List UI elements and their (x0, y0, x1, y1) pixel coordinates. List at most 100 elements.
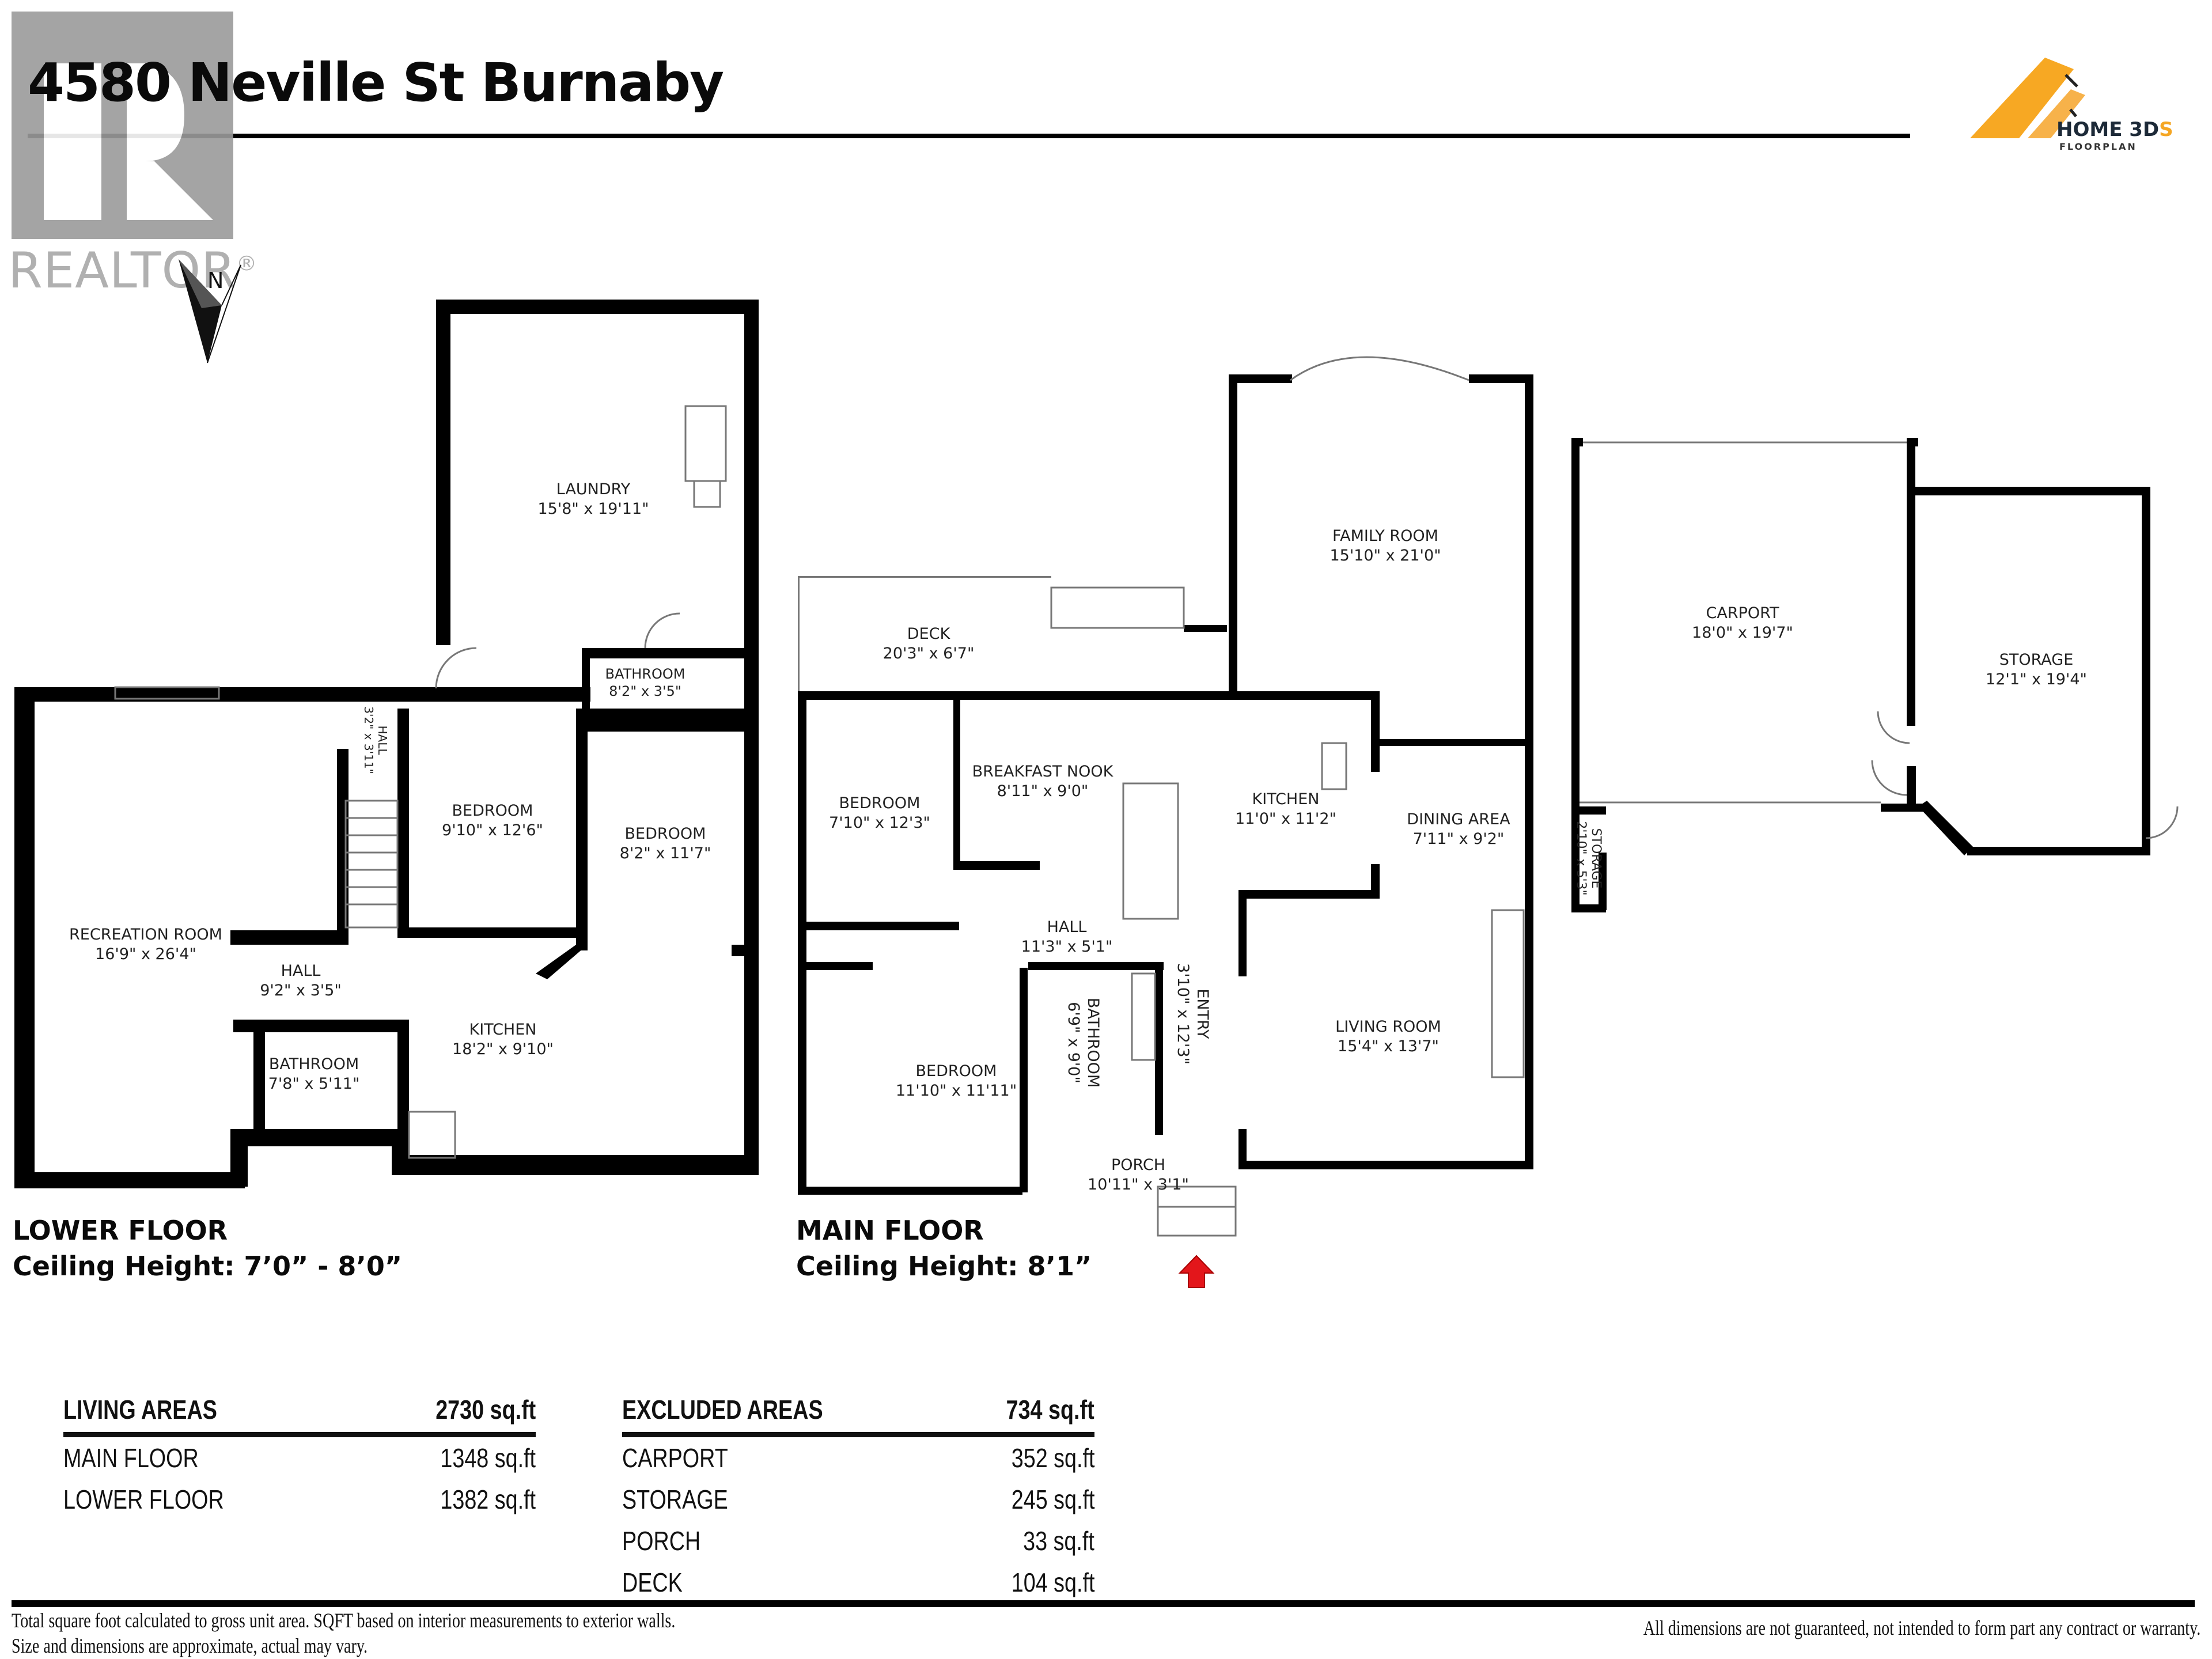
wall (1238, 1161, 1533, 1169)
wall (337, 749, 349, 945)
wall (233, 1020, 406, 1032)
table-row: PORCH 33 sq.ft (622, 1520, 1094, 1562)
wall (1571, 806, 1606, 815)
wall (798, 691, 806, 1192)
room-name: BATHROOM (1084, 997, 1102, 1088)
room-name: RECREATION ROOM (69, 926, 222, 944)
room-dims: 12'1" x 19'4" (1986, 671, 2087, 688)
wall (14, 1172, 245, 1188)
door-swing (1877, 711, 1910, 744)
deck-rail (798, 576, 800, 691)
wall (230, 930, 346, 945)
registered-mark: ® (236, 252, 257, 276)
living-areas-total: 2730 sq.ft (435, 1395, 536, 1425)
wall (953, 861, 1040, 870)
main-floor-name: MAIN FLOOR (796, 1215, 984, 1246)
fireplace (1491, 909, 1525, 1078)
room-name: BEDROOM (915, 1062, 997, 1080)
brand-name: HOME 3DS (2056, 118, 2173, 141)
main-floor-caption: MAIN FLOOR Ceiling Height: 8’1” (796, 1213, 1092, 1284)
living-areas-table: LIVING AREAS 2730 sq.ft MAIN FLOOR 1348 … (63, 1394, 536, 1520)
room-name: KITCHEN (1252, 790, 1320, 808)
wall (1571, 438, 1583, 446)
wall (798, 691, 1380, 700)
main-floor-walls (798, 374, 1533, 1195)
wall (744, 300, 759, 1175)
door-swing (1871, 760, 1907, 796)
row-value: 1382 sq.ft (440, 1484, 536, 1514)
interior-stairs (1122, 782, 1179, 920)
wall (1155, 962, 1163, 1135)
excluded-areas-table: EXCLUDED AREAS 734 sq.ft CARPORT 352 sq.… (622, 1394, 1094, 1603)
wall (582, 648, 590, 717)
room-name: BEDROOM (624, 825, 706, 843)
north-compass-icon: N (179, 259, 241, 363)
room-dims: 9'2" x 3'5" (260, 982, 342, 999)
living-areas-header: LIVING AREAS 2730 sq.ft (63, 1394, 536, 1437)
excluded-areas-header: EXCLUDED AREAS 734 sq.ft (622, 1394, 1094, 1437)
room-name: STORAGE (1589, 828, 1603, 889)
room-dims: 3'2" x 3'11" (362, 706, 376, 774)
lower-floor-caption: LOWER FLOOR Ceiling Height: 7’0” - 8’0” (13, 1213, 402, 1284)
wall (1907, 487, 2149, 495)
brand-name-main: HOME 3D (2056, 118, 2160, 141)
wall (953, 691, 960, 864)
room-name: DINING AREA (1407, 810, 1510, 828)
wall (582, 648, 759, 658)
stove (408, 1111, 456, 1159)
room-dims: 15'4" x 13'7" (1338, 1037, 1439, 1055)
room-dims: 11'3" x 5'1" (1021, 938, 1113, 956)
page-title: 4580 Neville St Burnaby (28, 52, 724, 113)
room-name: CARPORT (1706, 604, 1779, 622)
footer-note-line1: Total square foot calculated to gross un… (12, 1609, 676, 1632)
entrance-arrow-icon (1178, 1255, 1215, 1288)
room-name: HALL (376, 725, 389, 755)
wall (1571, 438, 1580, 910)
room-name: DECK (907, 625, 950, 643)
footer-note-line2: Size and dimensions are approximate, act… (12, 1634, 368, 1657)
wall (732, 945, 755, 956)
room-name: BEDROOM (839, 794, 921, 812)
room-name: PORCH (1111, 1156, 1166, 1174)
room-name: ENTRY (1194, 988, 1211, 1039)
wall (1184, 625, 1227, 632)
wall (1525, 374, 1533, 1169)
main-floor-fixtures (1050, 356, 1525, 1237)
wall (2142, 487, 2150, 855)
wall (1020, 968, 1028, 1192)
wall (397, 709, 409, 933)
wall (1238, 1129, 1247, 1169)
lower-floor-fixtures (114, 405, 727, 1159)
excluded-areas-total: 734 sq.ft (1006, 1395, 1094, 1425)
room-name: LIVING ROOM (1335, 1018, 1441, 1036)
deck-stairs (1050, 586, 1185, 629)
door-swing (2145, 806, 2179, 839)
room-name: BEDROOM (452, 802, 533, 820)
bathtub (1131, 972, 1156, 1061)
table-row: MAIN FLOOR 1348 sq.ft (63, 1437, 536, 1479)
deck-rail (798, 576, 1051, 578)
wall (1599, 853, 1607, 910)
room-name: LAUNDRY (556, 480, 631, 498)
lower-floor-ceiling: Ceiling Height: 7’0” - 8’0” (13, 1251, 403, 1282)
wall (253, 1020, 265, 1129)
room-dims: 7'8" x 5'11" (268, 1075, 360, 1093)
room-dims: 16'9" x 26'4" (95, 945, 196, 963)
wall (1881, 804, 1927, 812)
wall (1907, 766, 1916, 783)
